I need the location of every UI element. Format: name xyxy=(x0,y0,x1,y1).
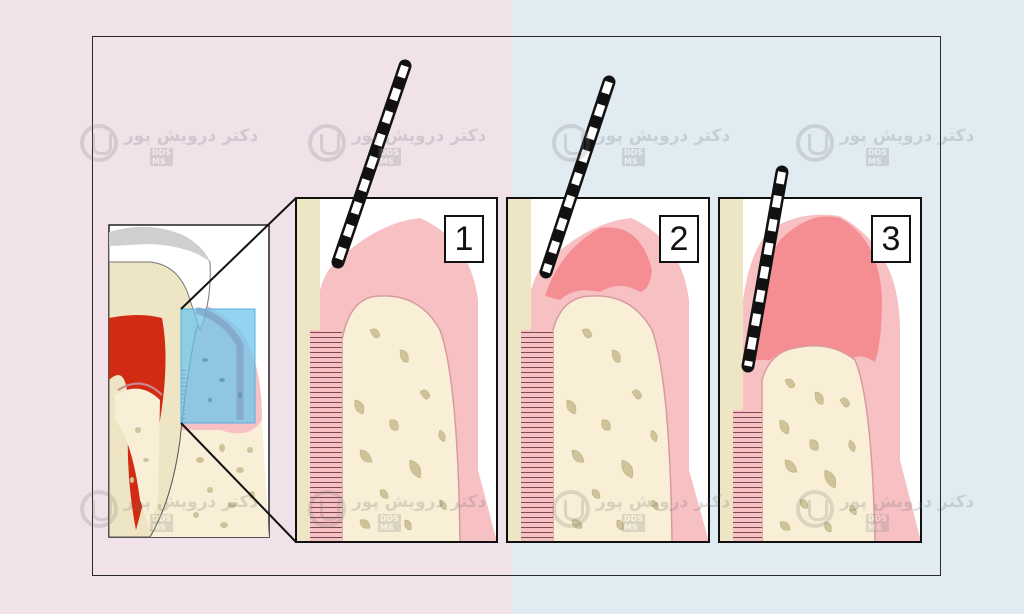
watermark-badge: DDS MS xyxy=(378,148,402,166)
watermark-logo-icon xyxy=(796,490,834,528)
zoom-line-bottom xyxy=(180,422,297,543)
zoom-line-top xyxy=(180,197,297,310)
watermark-badge: DDS MS xyxy=(866,514,890,532)
stage-number-2: 2 xyxy=(659,215,699,263)
watermark-badge: DDS MS xyxy=(150,148,174,166)
watermark-badge: DDS MS xyxy=(622,514,646,532)
watermark-text: دکتر درویش پور xyxy=(596,492,731,512)
watermark-badge: DDS MS xyxy=(150,514,174,532)
watermark-text: دکتر درویش پور xyxy=(124,492,259,512)
watermark-logo-icon xyxy=(552,490,590,528)
probe-2 xyxy=(539,75,616,279)
watermark-badge: DDS MS xyxy=(866,148,890,166)
watermark-logo-icon xyxy=(796,124,834,162)
watermark-text: دکتر درویش پور xyxy=(840,126,975,146)
watermark-logo-icon xyxy=(308,490,346,528)
watermark-logo-icon xyxy=(80,490,118,528)
watermark-logo-icon xyxy=(80,124,118,162)
watermark-logo-icon xyxy=(308,124,346,162)
panel-stage-1 xyxy=(295,59,498,543)
probe-1 xyxy=(331,59,412,269)
watermark-text: دکتر درویش پور xyxy=(352,126,487,146)
panel-stage-2 xyxy=(506,75,710,543)
watermark-text: دکتر درویش پور xyxy=(596,126,731,146)
diagram-frame xyxy=(92,36,941,576)
probe-3 xyxy=(741,165,789,373)
watermark-badge: DDS MS xyxy=(622,148,646,166)
watermark-text: دکتر درویش پور xyxy=(352,492,487,512)
watermark-logo-icon xyxy=(552,124,590,162)
stage-number-1: 1 xyxy=(444,215,484,263)
tooth-overview xyxy=(108,224,270,538)
watermark-text: دکتر درویش پور xyxy=(124,126,259,146)
stage-number-3: 3 xyxy=(871,215,911,263)
watermark-text: دکتر درویش پور xyxy=(840,492,975,512)
watermark-badge: DDS MS xyxy=(378,514,402,532)
